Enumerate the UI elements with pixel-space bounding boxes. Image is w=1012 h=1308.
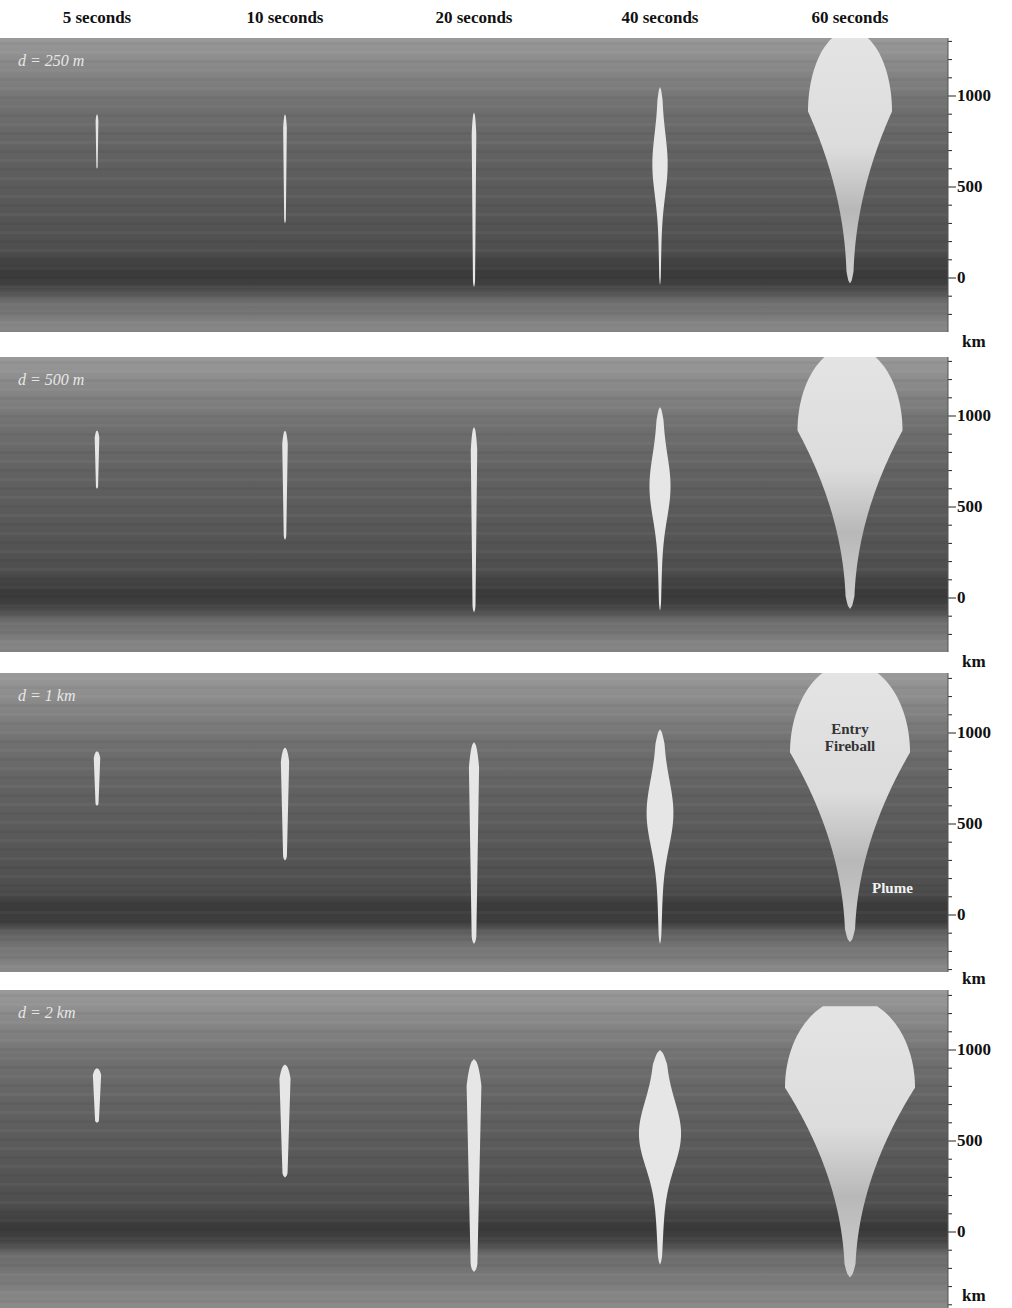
diameter-label: d = 2 km — [18, 1004, 75, 1022]
axis-unit: km — [962, 652, 986, 672]
fireball-label: Entry Fireball — [805, 721, 895, 754]
entry-fireball — [808, 38, 892, 283]
impact-plume — [283, 114, 287, 223]
axis-tick-label: 1000 — [957, 723, 991, 743]
atmosphere-bands — [0, 994, 948, 1303]
entry-fireball — [798, 357, 903, 609]
impact-plume — [469, 742, 479, 944]
fireball-outline — [780, 673, 920, 972]
axis-tick-label: 500 — [957, 177, 983, 197]
diameter-label: d = 500 m — [18, 371, 84, 389]
altitude-axis — [948, 990, 956, 1308]
axis-tick-label: 500 — [957, 1131, 983, 1151]
axis-unit: km — [962, 969, 986, 989]
axis-tick-label: 0 — [957, 1222, 966, 1242]
diameter-label: d = 1 km — [18, 687, 75, 705]
axis-tick-label: 1000 — [957, 1040, 991, 1060]
time-header: 20 seconds — [436, 8, 513, 28]
impact-plume — [279, 1065, 290, 1178]
atmosphere-background — [0, 38, 948, 332]
time-header: 60 seconds — [812, 8, 889, 28]
diameter-label: d = 250 m — [18, 52, 84, 70]
impact-plume — [281, 748, 289, 861]
axis-tick-label: 0 — [957, 905, 966, 925]
altitude-axis — [948, 357, 956, 652]
impact-plume — [471, 427, 477, 613]
atmosphere-bands — [0, 42, 948, 332]
axis-tick-label: 500 — [957, 814, 983, 834]
impact-plume — [649, 407, 670, 611]
impact-plume — [652, 87, 667, 285]
atmosphere-background — [0, 990, 948, 1308]
impact-plume — [472, 112, 477, 287]
time-header: 40 seconds — [622, 8, 699, 28]
impact-plume — [639, 1050, 681, 1265]
time-header: 5 seconds — [63, 8, 131, 28]
time-header: 10 seconds — [247, 8, 324, 28]
plume-label: Plume — [872, 880, 913, 897]
impact-plume — [94, 751, 100, 806]
impact-plume — [467, 1059, 482, 1272]
entry-fireball — [785, 1006, 915, 1277]
impact-plume — [647, 729, 674, 944]
axis-tick-label: 500 — [957, 497, 983, 517]
axis-tick-label: 0 — [957, 588, 966, 608]
axis-tick-label: 0 — [957, 268, 966, 288]
fireball-shape: Entry Fireball — [780, 673, 920, 972]
impact-plume — [282, 431, 288, 540]
axis-unit: km — [962, 1286, 986, 1306]
impact-plume — [96, 114, 99, 169]
axis-tick-label: 1000 — [957, 86, 991, 106]
axis-unit: km — [962, 332, 986, 352]
altitude-axis — [948, 673, 956, 972]
impact-plume — [95, 431, 100, 489]
altitude-axis — [948, 38, 956, 332]
axis-tick-label: 1000 — [957, 406, 991, 426]
impact-plume — [93, 1068, 101, 1123]
